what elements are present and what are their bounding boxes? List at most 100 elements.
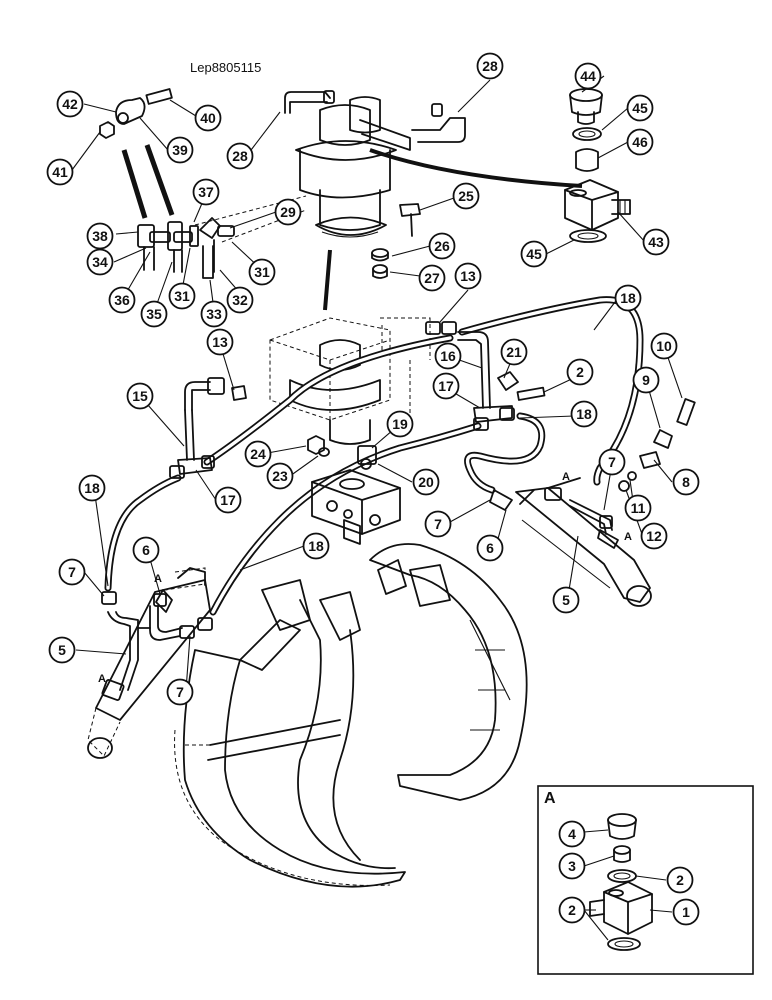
- callout-number: 15: [132, 388, 148, 404]
- callout-number: 4: [568, 826, 576, 842]
- swivel-block-detail: [564, 88, 631, 243]
- callout-7: 7: [166, 678, 194, 706]
- callout-3: 3: [558, 852, 586, 880]
- fittings-cluster: [137, 217, 235, 279]
- callout-circle: [132, 536, 160, 564]
- callout-number: 35: [146, 306, 162, 322]
- callout-5: 5: [48, 636, 76, 664]
- callout-20: 20: [412, 468, 440, 496]
- port-label-a: A: [624, 531, 632, 543]
- callout-circle: [166, 678, 194, 706]
- callout-number: 8: [682, 474, 690, 490]
- callout-circle: [672, 898, 700, 926]
- callout-15: 15: [126, 382, 154, 410]
- callout-number: 33: [206, 306, 222, 322]
- callout-number: 6: [142, 542, 150, 558]
- callout-circle: [672, 468, 700, 496]
- callout-number: 13: [460, 268, 476, 284]
- callout-number: 45: [526, 246, 542, 262]
- callout-44: 44: [574, 62, 602, 90]
- callout-number: 7: [176, 684, 184, 700]
- callout-circle: [558, 820, 586, 848]
- callout-29: 29: [274, 198, 302, 226]
- callout-circle: [428, 232, 456, 260]
- callout-number: 37: [198, 184, 214, 200]
- detail-a-parts: [589, 813, 653, 951]
- callout-number: 7: [434, 516, 442, 532]
- callout-circle: [168, 282, 196, 310]
- callout-7: 7: [598, 448, 626, 476]
- callout-circle: [248, 258, 276, 286]
- callout-number: 18: [576, 406, 592, 422]
- callout-18: 18: [570, 400, 598, 428]
- callout-2: 2: [666, 866, 694, 894]
- callout-11: 11: [624, 494, 652, 522]
- callout-circle: [520, 240, 548, 268]
- callout-circle: [274, 198, 302, 226]
- port-label-a: A: [98, 673, 106, 685]
- callout-40: 40: [194, 104, 222, 132]
- callout-number: 7: [608, 454, 616, 470]
- callout-number: 18: [84, 480, 100, 496]
- callout-19: 19: [386, 410, 414, 438]
- detail-box-a: [537, 785, 754, 975]
- callout-27: 27: [418, 264, 446, 292]
- rotator-lower: [269, 317, 431, 445]
- callout-31: 31: [248, 258, 276, 286]
- callout-circle: [58, 558, 86, 586]
- grapple-tines: [174, 543, 528, 888]
- callout-34: 34: [86, 248, 114, 276]
- callout-number: 25: [458, 188, 474, 204]
- callout-circle: [206, 328, 234, 356]
- callout-number: 43: [648, 234, 664, 250]
- callout-2: 2: [558, 896, 586, 924]
- callout-28: 28: [476, 52, 504, 80]
- callout-7: 7: [424, 510, 452, 538]
- callout-circle: [214, 486, 242, 514]
- callout-number: 11: [631, 500, 646, 516]
- valve-block: [311, 469, 401, 545]
- callout-18: 18: [78, 474, 106, 502]
- callout-circle: [626, 94, 654, 122]
- leader-lines: [71, 75, 683, 941]
- callout-circle: [46, 158, 74, 186]
- callout-circle: [86, 222, 114, 250]
- port-label-a: A: [154, 573, 162, 585]
- callout-circle: [78, 474, 106, 502]
- callout-circle: [566, 358, 594, 386]
- callout-circle: [642, 228, 670, 256]
- callout-number: 7: [68, 564, 76, 580]
- callout-circle: [194, 104, 222, 132]
- callout-circle: [454, 262, 482, 290]
- callout-number: 44: [580, 68, 596, 84]
- callout-number: 17: [220, 492, 236, 508]
- callout-36: 36: [108, 286, 136, 314]
- callout-39: 39: [166, 136, 194, 164]
- callout-circle: [56, 90, 84, 118]
- callout-number: 39: [172, 142, 188, 158]
- callout-number: 16: [440, 348, 456, 364]
- callout-circle: [434, 342, 462, 370]
- callout-13: 13: [206, 328, 234, 356]
- callout-24: 24: [244, 440, 272, 468]
- callout-circle: [418, 264, 446, 292]
- callout-number: 42: [62, 96, 78, 112]
- callout-45: 45: [626, 94, 654, 122]
- callout-26: 26: [428, 232, 456, 260]
- callout-number: 13: [212, 334, 228, 350]
- callout-number: 34: [92, 254, 108, 270]
- callout-2: 2: [566, 358, 594, 386]
- callout-32: 32: [226, 286, 254, 314]
- callout-circle: [48, 636, 76, 664]
- callout-circle: [476, 534, 504, 562]
- callout-12: 12: [640, 522, 668, 550]
- callout-9: 9: [632, 366, 660, 394]
- right-cylinder: [489, 477, 652, 607]
- callout-circle: [632, 366, 660, 394]
- callout-number: 32: [232, 292, 248, 308]
- callout-number: 18: [620, 290, 636, 306]
- callout-circle: [140, 300, 168, 328]
- callout-circle: [500, 338, 528, 366]
